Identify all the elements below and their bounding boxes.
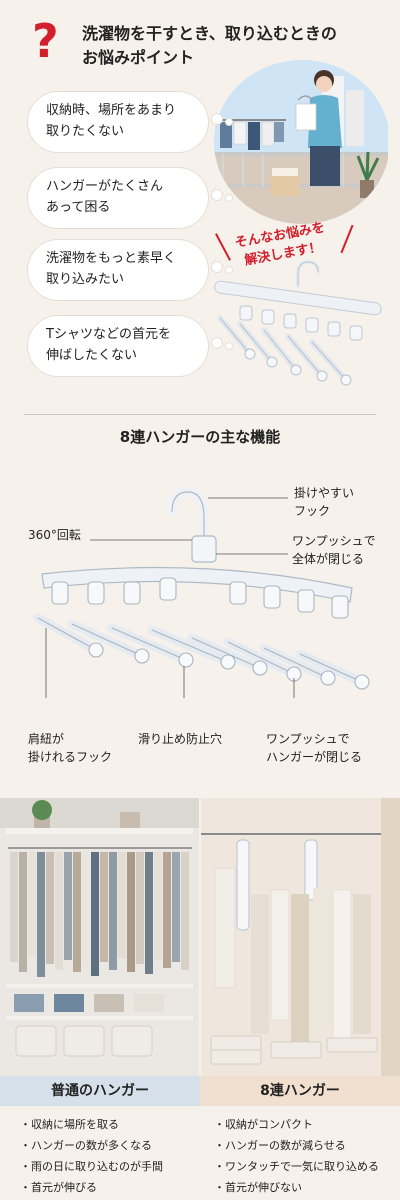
point-item: ・首元が伸びない bbox=[214, 1181, 302, 1194]
worry-text: あって困る bbox=[46, 200, 111, 215]
point-item: ・ワンタッチで一気に取り込める bbox=[214, 1160, 379, 1173]
eight-hanger-points: ・収納がコンパクト ・ハンガーの数が減らせる ・ワンタッチで一気に取り込める ・… bbox=[214, 1114, 400, 1198]
worry-bubble: 収納時、場所をあまり 取りたくない bbox=[28, 92, 232, 152]
bubble-tail bbox=[212, 338, 222, 348]
point-item: ・首元が伸びる bbox=[20, 1181, 97, 1194]
point-item: ・雨の日に取り込むのが手間 bbox=[20, 1160, 163, 1173]
normal-hanger-caption: 普通のハンガー bbox=[0, 1076, 200, 1106]
bubble-tail bbox=[226, 343, 232, 349]
section-divider bbox=[24, 414, 376, 415]
title-line1: 洗濯物を干すとき、取り込むときの bbox=[82, 24, 337, 43]
worry-text: 伸ばしたくない bbox=[46, 348, 138, 363]
worries-section: ? 洗濯物を干すとき、取り込むときの お悩みポイント bbox=[0, 0, 400, 400]
worry-text: 取りたくない bbox=[46, 124, 125, 139]
eight-hanger-product-image bbox=[214, 259, 382, 386]
worry-bubble: ハンガーがたくさん あって困る bbox=[28, 168, 232, 228]
feature-label-close-hangers: ワンプッシュで ハンガーが閉じる bbox=[266, 730, 362, 766]
worry-text: 洗濯物をもっと素早く bbox=[46, 251, 177, 266]
feature-label-shoulder-hook: 肩紐が 掛けれるフック bbox=[28, 730, 112, 766]
label-text: ハンガーが閉じる bbox=[266, 750, 363, 764]
point-item: ・収納がコンパクト bbox=[214, 1118, 313, 1131]
eight-hanger-caption: 8連ハンガー bbox=[200, 1076, 400, 1106]
label-text: 肩紐が bbox=[28, 732, 65, 746]
feature-label-hook: 掛けやすい フック bbox=[294, 484, 354, 520]
bubble-tail bbox=[212, 190, 222, 200]
laundry-scene-illustration bbox=[214, 60, 388, 224]
point-item: ・ハンガーの数が多くなる bbox=[20, 1139, 152, 1152]
feature-label-anti-slip: 滑り止め防止穴 bbox=[138, 732, 223, 746]
worry-bubble: 洗濯物をもっと素早く 取り込みたい bbox=[28, 240, 232, 300]
normal-hanger-closet-photo bbox=[0, 798, 199, 1078]
bubble-tail bbox=[212, 262, 222, 272]
worry-text: 取り込みたい bbox=[46, 272, 125, 287]
label-text: 掛けやすい bbox=[294, 486, 355, 500]
eight-hanger-diagram bbox=[33, 487, 370, 698]
section-title: 洗濯物を干すとき、取り込むときの お悩みポイント bbox=[82, 22, 337, 70]
point-item: ・ハンガーの数が減らせる bbox=[214, 1139, 346, 1152]
label-text: ワンプッシュで bbox=[266, 732, 350, 746]
features-title: 8連ハンガーの主な機能 bbox=[119, 428, 281, 446]
worry-text: Tシャツなどの首元を bbox=[46, 327, 171, 342]
label-text: ワンプッシュで bbox=[292, 534, 376, 548]
bubble-tail bbox=[226, 267, 232, 273]
bubble-tail bbox=[226, 195, 232, 201]
title-line2: お悩みポイント bbox=[82, 48, 195, 67]
point-item: ・収納に場所を取る bbox=[20, 1118, 119, 1131]
callout-accent-mark bbox=[215, 233, 231, 261]
label-text: フック bbox=[294, 504, 331, 518]
worry-text: ハンガーがたくさん bbox=[46, 179, 164, 194]
feature-label-rotate: 360°回転 bbox=[28, 528, 81, 542]
feature-label-close-all: ワンプッシュで 全体が閉じる bbox=[292, 532, 376, 568]
worry-text: 収納時、場所をあまり bbox=[46, 103, 177, 118]
question-mark-icon: ? bbox=[32, 14, 59, 68]
bubble-tail bbox=[226, 119, 232, 125]
label-text: 全体が閉じる bbox=[292, 552, 365, 566]
label-text: 掛けれるフック bbox=[28, 750, 113, 764]
bubble-tail bbox=[212, 114, 222, 124]
worry-bubble: Tシャツなどの首元を 伸ばしたくない bbox=[28, 316, 232, 376]
normal-hanger-points: ・収納に場所を取る ・ハンガーの数が多くなる ・雨の日に取り込むのが手間 ・首元… bbox=[20, 1114, 210, 1198]
callout-accent-mark bbox=[340, 224, 354, 254]
eight-hanger-closet-photo bbox=[201, 798, 400, 1078]
